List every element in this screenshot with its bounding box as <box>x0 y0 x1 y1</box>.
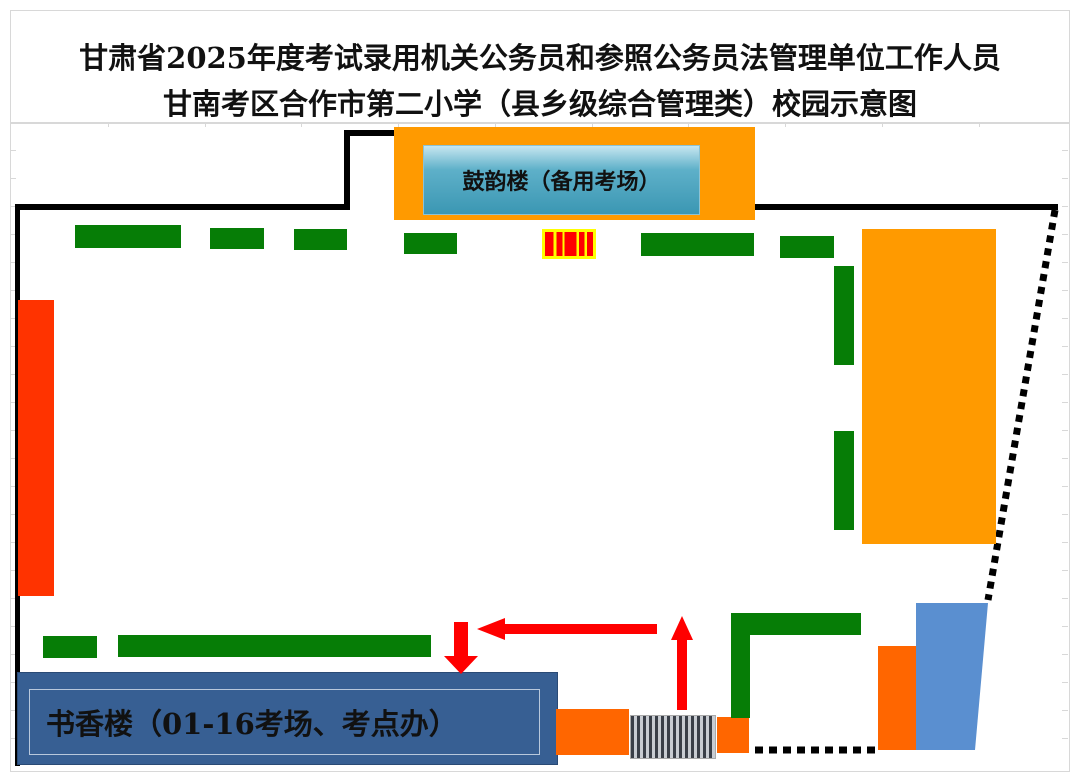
greenery-strip-vertical <box>834 266 854 365</box>
arrow-down-icon <box>444 622 478 674</box>
south-building-left[interactable] <box>556 709 629 755</box>
title-line-2: 甘南考区合作市第二小学（县乡级综合管理类）校园示意图 <box>162 87 917 121</box>
dotted-fence-right <box>984 209 1059 601</box>
gate-icon[interactable] <box>630 715 716 759</box>
map-frame <box>10 10 1070 772</box>
greenery-strip <box>43 636 97 658</box>
wall-top-right <box>754 204 1058 210</box>
east-building[interactable] <box>862 229 996 544</box>
wall-step-top <box>344 130 396 136</box>
shuxiang-building-text: 书香楼（01-16考场、考点办） <box>46 707 458 741</box>
guyun-building-text: 鼓韵楼（备用考场） <box>462 169 661 195</box>
greenery-strip <box>118 635 431 657</box>
arrow-left-icon <box>477 618 657 640</box>
greenery-strip <box>404 233 457 254</box>
guyun-building-label: 鼓韵楼（备用考场） <box>423 145 700 215</box>
greenery-strip-vertical <box>834 431 854 530</box>
title-area: 甘肃省2025年度考试录用机关公务员和参照公务员法管理单位工作人员 甘南考区合作… <box>11 11 1069 124</box>
arrow-up-icon <box>671 616 693 710</box>
greenery-l-horizontal <box>731 613 861 635</box>
gate-booth[interactable] <box>717 717 749 753</box>
greenery-strip <box>780 236 834 258</box>
flag-platform-icon <box>542 229 596 259</box>
wall-left <box>15 204 20 766</box>
wall-top-left <box>15 204 350 210</box>
shuxiang-building-label: 书香楼（01-16考场、考点办） <box>29 689 540 755</box>
southeast-building-orange[interactable] <box>878 646 916 750</box>
greenery-strip <box>210 228 264 249</box>
shuxiang-building[interactable] <box>17 672 558 765</box>
greenery-l-vertical <box>731 613 750 718</box>
greenery-strip <box>294 229 347 250</box>
wall-step-vertical <box>344 130 350 210</box>
greenery-strip <box>641 233 754 256</box>
west-building[interactable] <box>18 300 54 596</box>
greenery-strip <box>75 225 181 248</box>
title-line-1: 甘肃省2025年度考试录用机关公务员和参照公务员法管理单位工作人员 <box>79 41 1001 75</box>
